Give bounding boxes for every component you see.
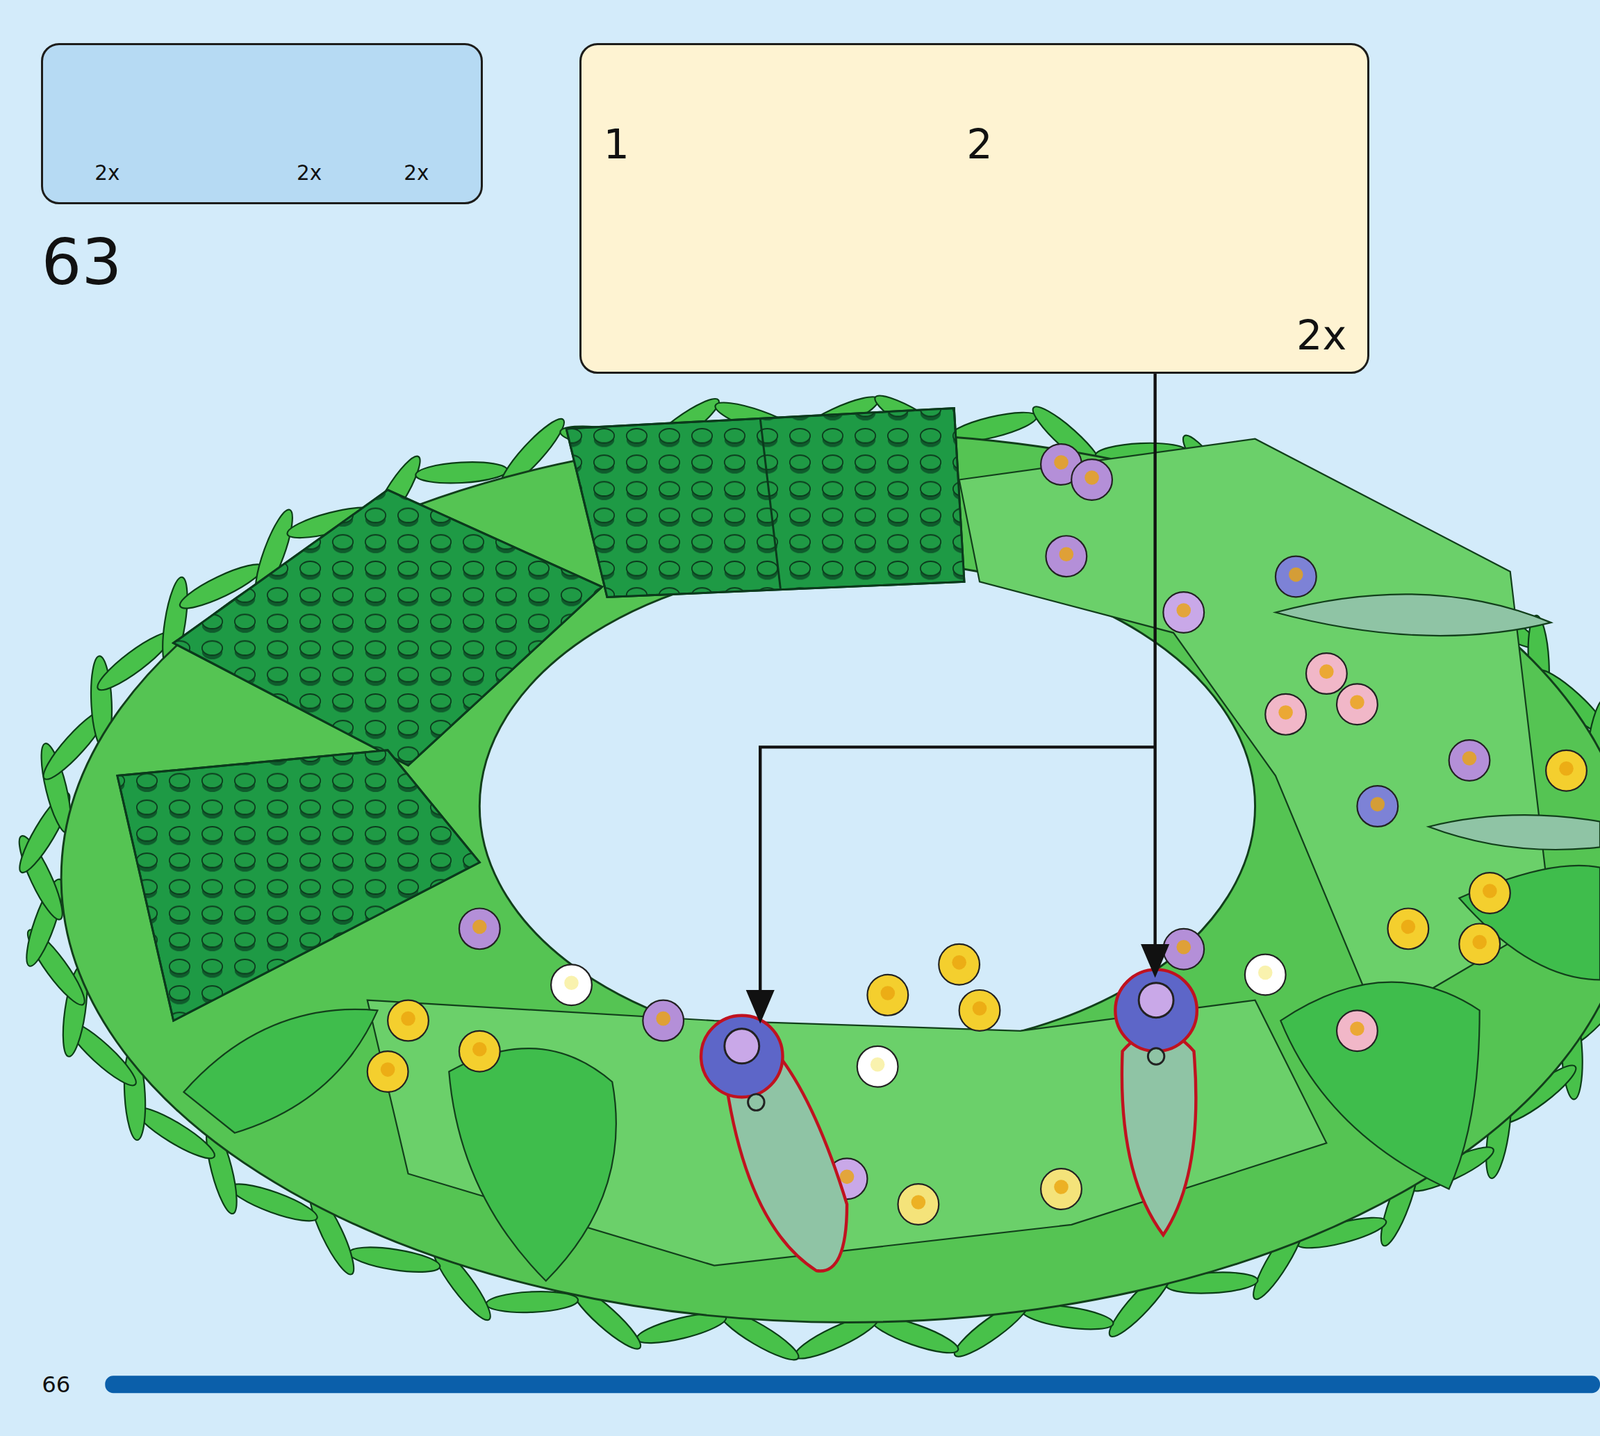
part-quantity: 2x — [94, 163, 120, 184]
flower — [387, 1000, 429, 1042]
flower — [1356, 785, 1398, 827]
leaf-fringe — [12, 388, 1600, 1367]
flower-center — [1288, 567, 1304, 583]
flower-center — [1370, 796, 1386, 812]
flower-center — [1482, 883, 1498, 899]
flower — [1336, 1010, 1378, 1052]
flower-center — [472, 1042, 488, 1057]
flower — [1163, 591, 1204, 633]
flower-center — [564, 975, 579, 991]
page-bar — [104, 1375, 1600, 1393]
flower — [1265, 694, 1307, 736]
flower-center — [472, 919, 488, 935]
subassembly-box: 1 2 2x — [579, 43, 1370, 374]
flower — [1458, 924, 1500, 966]
flowers — [367, 443, 1587, 1225]
flower-center — [911, 1194, 927, 1210]
flower — [938, 944, 980, 986]
flower-center — [1258, 965, 1273, 981]
flower-center — [1349, 694, 1365, 710]
flower — [1045, 535, 1087, 577]
flower — [459, 908, 501, 950]
decor-blocks — [183, 439, 1600, 1282]
substep-number: 1 — [603, 124, 629, 166]
flower — [1071, 459, 1113, 501]
flower — [459, 1031, 501, 1072]
flower — [1545, 750, 1587, 792]
flower-center — [1401, 919, 1416, 935]
step-number: 63 — [41, 230, 123, 294]
parts-list-box: 2x 2x 2x — [40, 43, 483, 205]
flower-center — [1053, 455, 1069, 470]
flower — [959, 990, 1001, 1032]
part-quantity: 2x — [296, 163, 322, 184]
new-leaf-pieces — [700, 969, 1198, 1272]
flower — [1275, 556, 1317, 598]
substep-number: 2 — [966, 124, 993, 166]
flower-center — [1462, 751, 1478, 766]
flower-center — [1278, 705, 1293, 720]
flower — [898, 1183, 940, 1225]
flower — [1306, 653, 1348, 695]
flower — [1336, 683, 1378, 725]
flower-center — [951, 955, 967, 970]
flower-center — [655, 1011, 671, 1027]
flower-center — [1053, 1179, 1069, 1195]
flower-center — [1176, 603, 1191, 618]
flower-center — [870, 1057, 886, 1072]
part-quantity: 2x — [403, 163, 429, 184]
flower-center — [1349, 1021, 1365, 1037]
flower — [642, 1000, 684, 1042]
arrowheads — [746, 944, 1170, 1025]
flower-center — [1319, 664, 1334, 679]
flower-center — [1472, 935, 1487, 950]
flower — [1244, 954, 1286, 996]
flower — [1163, 928, 1204, 970]
flower — [1449, 739, 1491, 781]
quantity: 2x — [1296, 315, 1347, 357]
flower — [367, 1051, 409, 1093]
flower — [857, 1046, 899, 1088]
page-number: 66 — [41, 1373, 71, 1396]
flower — [1469, 872, 1511, 914]
flower-centers — [724, 983, 1174, 1111]
flower-center — [380, 1062, 396, 1077]
flower-center — [1084, 470, 1100, 485]
flower-center — [839, 1169, 855, 1185]
callout-arrow — [760, 373, 1155, 996]
flower-center — [972, 1001, 988, 1016]
flower-center — [1176, 939, 1191, 955]
flower — [1040, 1168, 1082, 1210]
flower — [1388, 908, 1430, 950]
flower-center — [400, 1011, 416, 1027]
flower-center — [880, 985, 896, 1001]
flower-center — [1059, 546, 1075, 562]
flower-center — [1559, 761, 1574, 777]
base-plates — [117, 408, 965, 1021]
flower — [550, 964, 592, 1006]
flower — [867, 974, 909, 1016]
